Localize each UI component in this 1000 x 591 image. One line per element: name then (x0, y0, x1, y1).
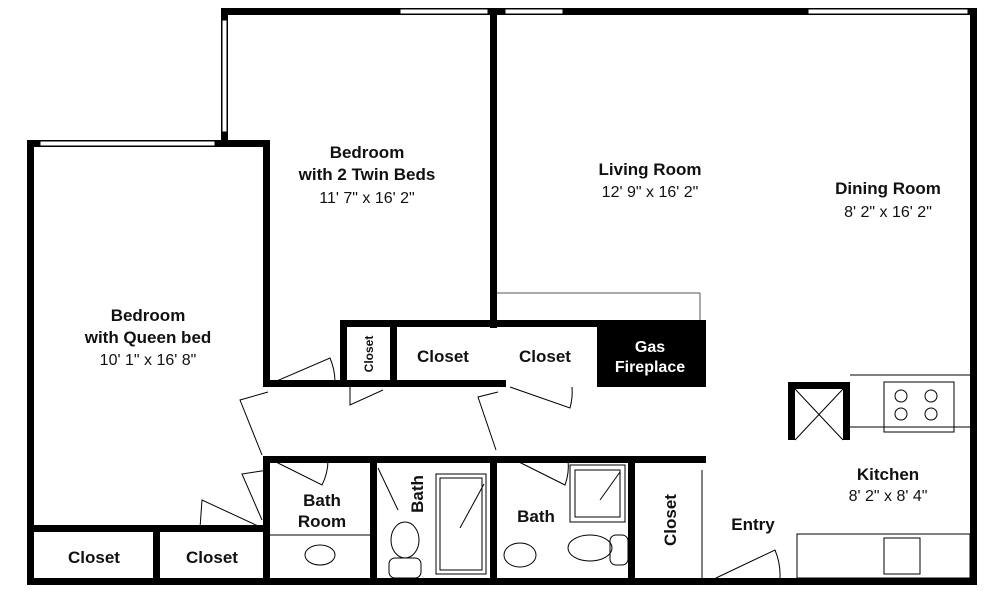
kitchen-sink-icon (883, 537, 921, 575)
bath-room-label: Bath (303, 491, 341, 510)
bath-label: Bath (517, 507, 555, 526)
windows (39, 8, 969, 147)
bedroom-twin-dims: 11' 7" x 16' 2" (319, 190, 414, 207)
bath-label: Bath (408, 475, 427, 513)
stove-icon (883, 381, 955, 433)
closet-label: Closet (519, 347, 571, 366)
door-swings (199, 357, 781, 579)
walls (27, 8, 977, 585)
entry-label: Entry (731, 515, 775, 534)
kitchen-counter (796, 533, 971, 579)
room-labels: Bedroom with 2 Twin Beds 11' 7" x 16' 2"… (68, 143, 941, 567)
kitchen-dims: 8' 2" x 8' 4" (849, 488, 928, 505)
fixtures (270, 374, 971, 579)
closet-label: Closet (68, 548, 120, 567)
closet-label: Closet (661, 494, 680, 546)
living-room-dims: 12' 9" x 16' 2" (602, 184, 699, 201)
living-room-title: Living Room (599, 160, 702, 179)
gas-fireplace (597, 320, 706, 387)
bedroom-twin-title: Bedroom (330, 143, 405, 162)
toilet-icon (390, 521, 420, 559)
dining-room-dims: 8' 2" x 16' 2" (844, 204, 932, 221)
closet-label: Closet (362, 336, 376, 373)
fireplace-label: Gas (635, 339, 665, 356)
dining-room-title: Dining Room (835, 179, 941, 198)
fireplace-label: Fireplace (615, 359, 685, 376)
bedroom-queen-dims: 10' 1" x 16' 8" (100, 352, 197, 369)
bedroom-twin-subtitle: with 2 Twin Beds (298, 165, 436, 184)
sink-icon (503, 542, 537, 568)
kitchen-title: Kitchen (857, 465, 919, 484)
bath-room-label: Room (298, 512, 346, 531)
bedroom-queen-title: Bedroom (111, 306, 186, 325)
closet-label: Closet (417, 347, 469, 366)
sink-icon (304, 544, 336, 566)
closet-label: Closet (186, 548, 238, 567)
bedroom-queen-subtitle: with Queen bed (84, 328, 212, 347)
toilet-icon (567, 534, 613, 562)
